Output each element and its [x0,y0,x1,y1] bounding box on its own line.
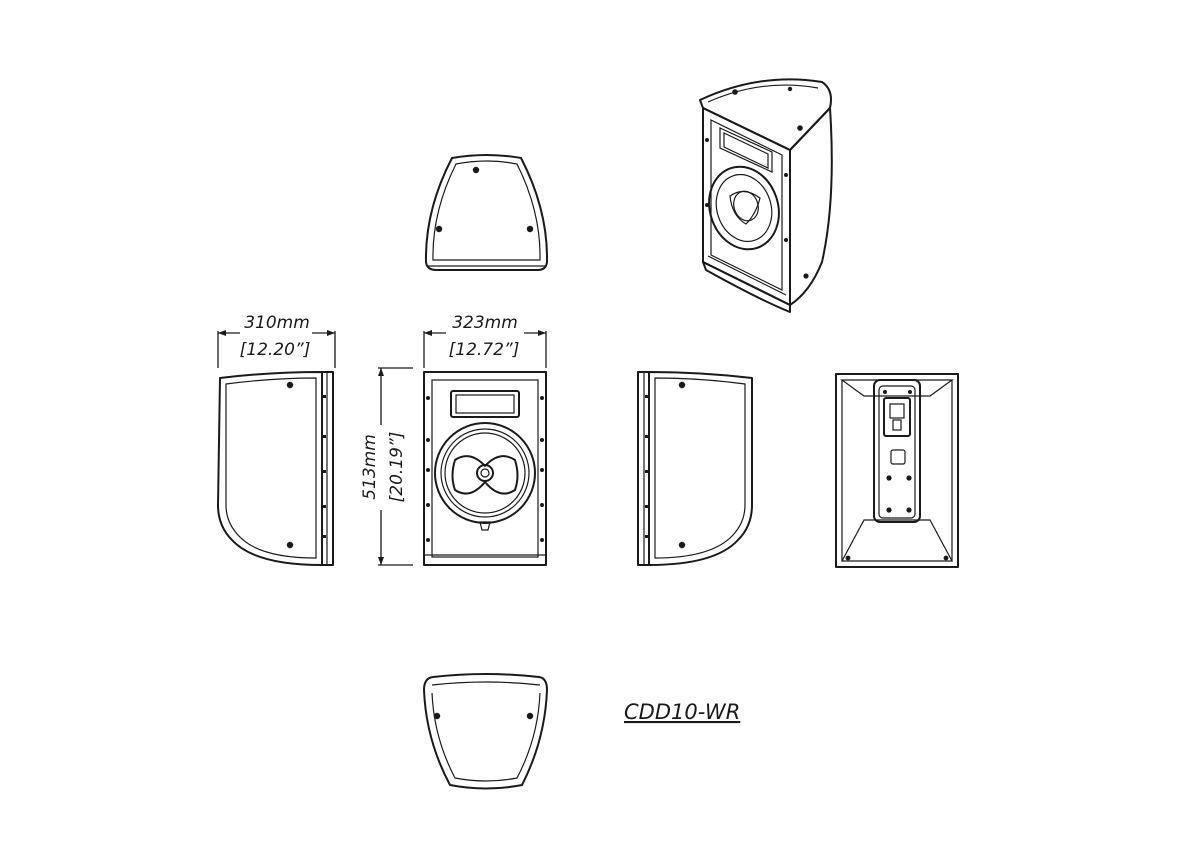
front-width-inch-label: [12.72”] [449,340,520,360]
left-side-view [217,371,334,566]
isometric-view [699,78,833,313]
bottom-view [423,673,548,790]
dimension-height: 513mm [20.19”] [360,367,413,566]
dimension-side-width: 310mm [12.20”] [217,313,336,368]
side-width-mm-label: 310mm [244,313,310,333]
front-view [423,371,547,566]
model-label-group: CDD10-WR [624,700,740,724]
height-mm-label: 513mm [360,434,380,500]
height-inch-label: [20.19”] [387,432,407,503]
rear-view [835,373,959,568]
side-width-inch-label: [12.20”] [240,340,311,360]
model-name: CDD10-WR [624,700,740,724]
right-side-view [637,371,753,566]
top-view [424,154,549,271]
front-width-mm-label: 323mm [452,313,518,333]
dimension-front-width: 323mm [12.72”] [423,313,547,368]
